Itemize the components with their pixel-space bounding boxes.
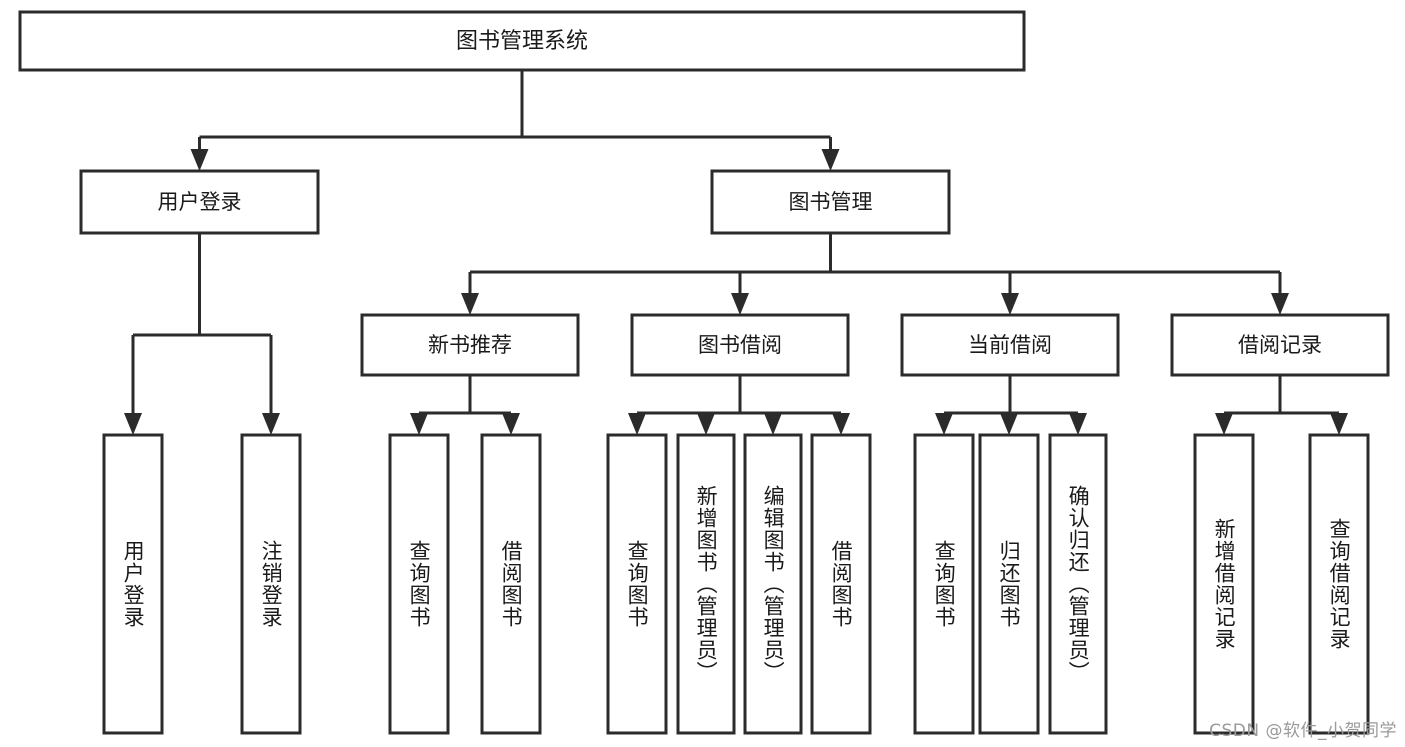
node-level3-rect bbox=[360, 313, 580, 377]
node-leaf-rect bbox=[810, 433, 872, 735]
node-leaf-8[interactable] bbox=[913, 433, 975, 735]
node-leaf-rect bbox=[978, 433, 1040, 735]
node-leaf-9[interactable] bbox=[978, 433, 1040, 735]
node-leaf-rect bbox=[102, 433, 164, 735]
arrow-to-leaf-10 bbox=[1069, 413, 1087, 435]
arrow-to-leaf-7 bbox=[832, 413, 850, 435]
node-leaf-6[interactable] bbox=[743, 433, 803, 735]
node-level3-1[interactable] bbox=[630, 313, 850, 377]
arrow-to-leaf-2 bbox=[410, 413, 428, 435]
arrow-to-level3-0 bbox=[461, 293, 479, 315]
arrow-to-leaf-6 bbox=[764, 413, 782, 435]
node-level3-rect bbox=[1170, 313, 1390, 377]
node-level3-0[interactable] bbox=[360, 313, 580, 377]
arrow-to-level3-2 bbox=[1001, 293, 1019, 315]
node-level3-2[interactable] bbox=[900, 313, 1120, 377]
node-level2-rect bbox=[79, 169, 320, 235]
arrow-to-level2-1 bbox=[821, 149, 840, 171]
node-leaf-rect bbox=[388, 433, 450, 735]
arrow-to-level2-0 bbox=[190, 149, 209, 171]
node-leaf-10[interactable] bbox=[1048, 433, 1108, 735]
arrow-to-leaf-12 bbox=[1330, 413, 1348, 435]
node-leaf-rect bbox=[1308, 433, 1370, 735]
arrow-to-leaf-3 bbox=[502, 413, 520, 435]
arrow-to-level3-3 bbox=[1271, 293, 1289, 315]
node-leaf-rect bbox=[480, 433, 542, 735]
node-leaf-rect bbox=[1193, 433, 1255, 735]
node-leaf-0[interactable] bbox=[102, 433, 164, 735]
arrow-to-leaf-11 bbox=[1215, 413, 1233, 435]
node-root-label: 图书管理系统 bbox=[456, 29, 588, 54]
node-leaf-rect bbox=[676, 433, 736, 735]
node-leaf-1[interactable] bbox=[240, 433, 302, 735]
node-level3-3[interactable] bbox=[1170, 313, 1390, 377]
node-leaf-4[interactable] bbox=[606, 433, 668, 735]
node-level3-label-3: 借阅记录 bbox=[1238, 333, 1322, 357]
node-leaf-rect bbox=[240, 433, 302, 735]
node-leaf-5[interactable] bbox=[676, 433, 736, 735]
arrow-to-leaf-4 bbox=[628, 413, 646, 435]
arrow-to-leaf-9 bbox=[1000, 413, 1018, 435]
node-leaf-11[interactable] bbox=[1193, 433, 1255, 735]
node-level3-label-0: 新书推荐 bbox=[428, 333, 512, 357]
node-root[interactable] bbox=[18, 10, 1026, 72]
node-leaf-rect bbox=[913, 433, 975, 735]
node-leaf-7[interactable] bbox=[810, 433, 872, 735]
node-level3-label-2: 当前借阅 bbox=[968, 333, 1052, 357]
node-level3-rect bbox=[630, 313, 850, 377]
node-leaf-3[interactable] bbox=[480, 433, 542, 735]
node-leaf-rect bbox=[743, 433, 803, 735]
node-level2-0[interactable] bbox=[79, 169, 320, 235]
node-level3-rect bbox=[900, 313, 1120, 377]
node-leaf-2[interactable] bbox=[388, 433, 450, 735]
arrow-to-leaf-1 bbox=[262, 413, 280, 435]
node-level2-1[interactable] bbox=[710, 169, 951, 235]
node-level3-label-1: 图书借阅 bbox=[698, 333, 782, 357]
node-level2-label-1: 图书管理 bbox=[789, 190, 873, 214]
node-root-rect bbox=[18, 10, 1026, 72]
node-leaf-rect bbox=[1048, 433, 1108, 735]
node-leaf-12[interactable] bbox=[1308, 433, 1370, 735]
arrow-to-leaf-0 bbox=[124, 413, 142, 435]
arrow-to-leaf-8 bbox=[935, 413, 953, 435]
node-leaf-rect bbox=[606, 433, 668, 735]
arrow-to-leaf-5 bbox=[697, 413, 715, 435]
node-level2-rect bbox=[710, 169, 951, 235]
watermark-text: CSDN @软件_小贺同学 bbox=[1209, 721, 1397, 741]
arrow-to-level3-1 bbox=[731, 293, 749, 315]
connectors-layer bbox=[124, 70, 1348, 435]
node-level2-label-0: 用户登录 bbox=[158, 190, 242, 214]
